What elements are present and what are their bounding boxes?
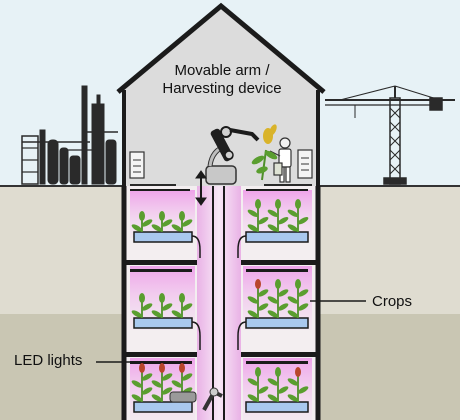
movable-arm-label-line2: Harvesting device: [162, 80, 282, 97]
plant-icon: [131, 211, 153, 232]
crops-label: Crops: [372, 293, 413, 310]
harvested-plant-icon: [251, 124, 278, 181]
lift-cart-icon: [169, 387, 223, 411]
roof-outline: [116, 2, 326, 94]
worker-icon: [269, 137, 292, 183]
plant-icon: [171, 211, 193, 232]
plant-icon: [247, 279, 269, 318]
plant-icon: [247, 367, 269, 402]
plant-icon: [287, 279, 309, 318]
crane-icon: [325, 85, 455, 185]
movable-arm-label-line1: Movable arm /: [174, 62, 270, 79]
plant-icon: [267, 279, 289, 318]
plant-icon: [151, 211, 173, 232]
plant-icon: [151, 293, 173, 318]
lift-shaft: [197, 186, 241, 420]
plant-icon: [171, 293, 193, 318]
movable-arm-label: Movable arm / Harvesting device: [122, 62, 322, 98]
plant-icon: [287, 367, 309, 402]
plant-icon: [131, 293, 153, 318]
growing-trays: [133, 231, 309, 413]
plant-icon: [267, 199, 289, 232]
up-down-arrow-icon: [195, 170, 207, 206]
led-lights-label: LED lights: [14, 352, 83, 369]
plant-icon: [151, 363, 173, 402]
floor-slabs: [124, 260, 318, 357]
plant-icon: [287, 199, 309, 232]
plant-icon: [247, 199, 269, 232]
control-box-right: [297, 149, 313, 179]
plant-icon: [267, 367, 289, 402]
factory-icon: [21, 85, 118, 185]
control-box-left: [129, 151, 145, 179]
robot-arm-icon: [205, 126, 260, 185]
crops-group: [131, 199, 309, 402]
led-light-strips: [130, 189, 308, 364]
plant-icon: [131, 363, 153, 402]
